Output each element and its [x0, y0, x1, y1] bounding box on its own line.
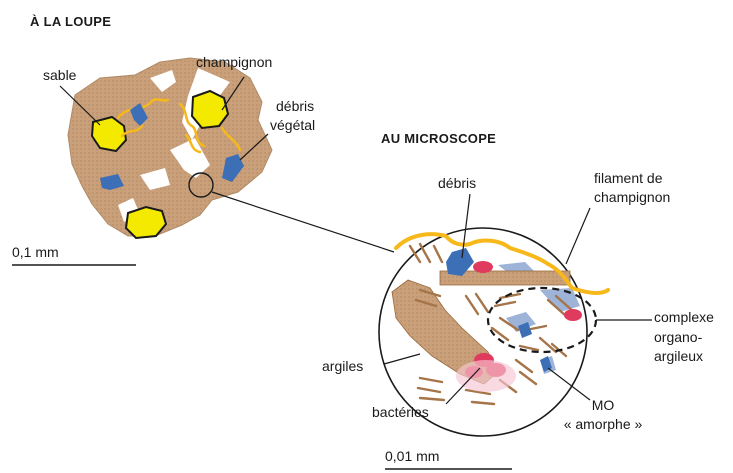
label-sable: sable	[43, 67, 76, 84]
label-champignon: champignon	[196, 54, 272, 71]
label-debris: débris	[438, 175, 476, 192]
label-mo-line1: MO	[558, 397, 648, 414]
label-complexe-line3: argileux	[654, 348, 703, 365]
label-debris-vegetal-line2: végétal	[270, 117, 315, 134]
microscope-section-title: AU MICROSCOPE	[381, 131, 496, 146]
loupe-scale-label: 0,1 mm	[12, 244, 59, 261]
label-filament-line2: champignon	[594, 189, 670, 206]
label-debris-vegetal-line1: débris	[276, 98, 314, 115]
loupe-section-title: À LA LOUPE	[30, 14, 111, 29]
label-bacteries: bactéries	[372, 404, 429, 421]
label-complexe-line1: complexe	[654, 309, 714, 326]
label-argiles: argiles	[322, 358, 363, 375]
microscope-scale-label: 0,01 mm	[385, 448, 439, 465]
label-filament-line1: filament de	[594, 170, 662, 187]
label-mo-line2: « amorphe »	[553, 416, 653, 433]
zoom-connector	[212, 192, 394, 252]
label-complexe-line2: organo-	[654, 329, 702, 346]
